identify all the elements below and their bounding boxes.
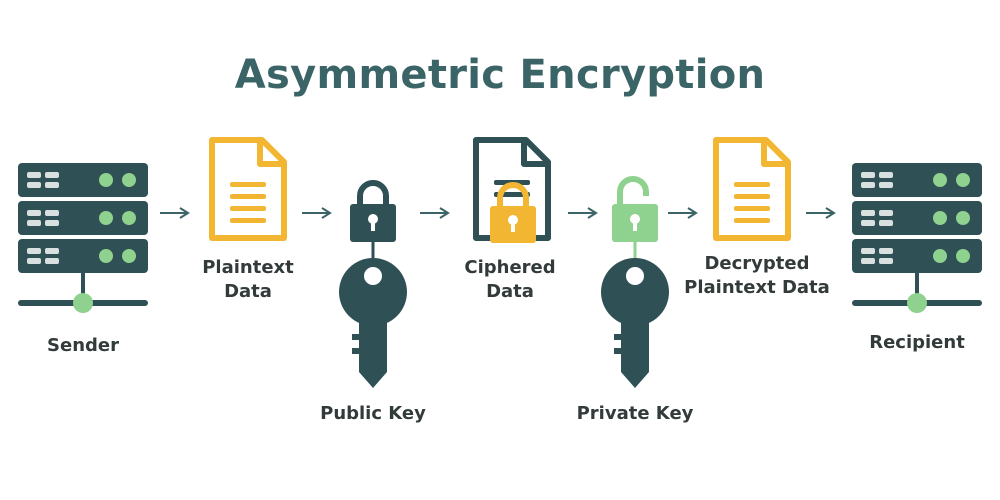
plaintext-label: Plaintext Data [178,256,318,304]
arrow-icon [806,207,836,219]
plaintext-document-icon [209,137,287,241]
decrypted-label: Decrypted Plaintext Data [672,252,842,300]
plaintext-label-line2: Data [224,281,272,302]
recipient-server-icon [852,163,982,313]
ciphered-label-line2: Data [486,281,534,302]
sender-server-icon [18,163,148,313]
diagram-title: Asymmetric Encryption [234,52,766,98]
public-key-icon [339,258,407,388]
public-key-label: Public Key [320,403,426,424]
decrypted-label-line1: Decrypted [704,253,810,274]
sender-label: Sender [47,335,119,356]
cipher-lock-icon [490,182,536,243]
arrow-icon [160,207,190,219]
arrow-icon [302,207,332,219]
decrypted-label-line2: Plaintext Data [684,277,830,298]
plaintext-label-line1: Plaintext [202,257,294,278]
public-lock-icon [350,180,396,242]
decrypted-document-icon [713,137,791,241]
unlock-icon [612,176,658,242]
recipient-label: Recipient [869,332,965,353]
arrow-icon [668,207,698,219]
ciphered-label: Ciphered Data [440,256,580,304]
arrow-icon [568,207,598,219]
private-key-label: Private Key [576,403,694,424]
private-key-icon [601,258,669,388]
ciphered-label-line1: Ciphered [464,257,556,278]
arrow-icon [420,207,450,219]
